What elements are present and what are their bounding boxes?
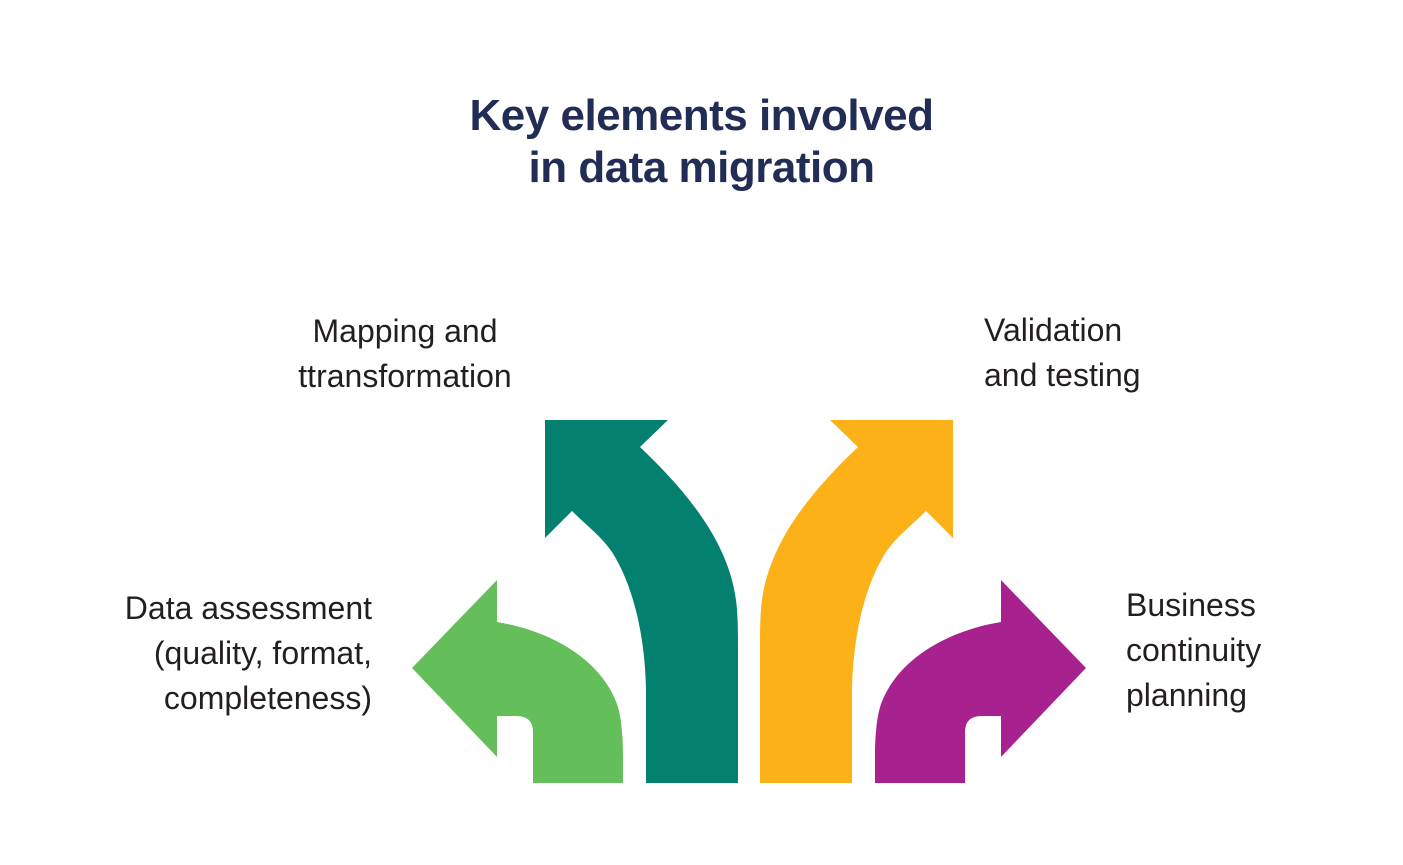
assessment-arrow-left-icon xyxy=(412,580,623,783)
label-business-continuity-planning: Business continuity planning xyxy=(1126,587,1262,713)
validation-arrow-up-right-icon xyxy=(760,420,953,783)
label-data-assessment: Data assessment (quality, format, comple… xyxy=(124,590,372,716)
label-mapping-and-transformation: Mapping and ttransformation xyxy=(298,313,512,394)
mapping-arrow-up-left-icon xyxy=(545,420,738,783)
label-validation-and-testing: Validation and testing xyxy=(984,312,1141,393)
continuity-arrow-right-icon xyxy=(875,580,1086,783)
page-title: Key elements involved in data migration xyxy=(469,91,934,192)
